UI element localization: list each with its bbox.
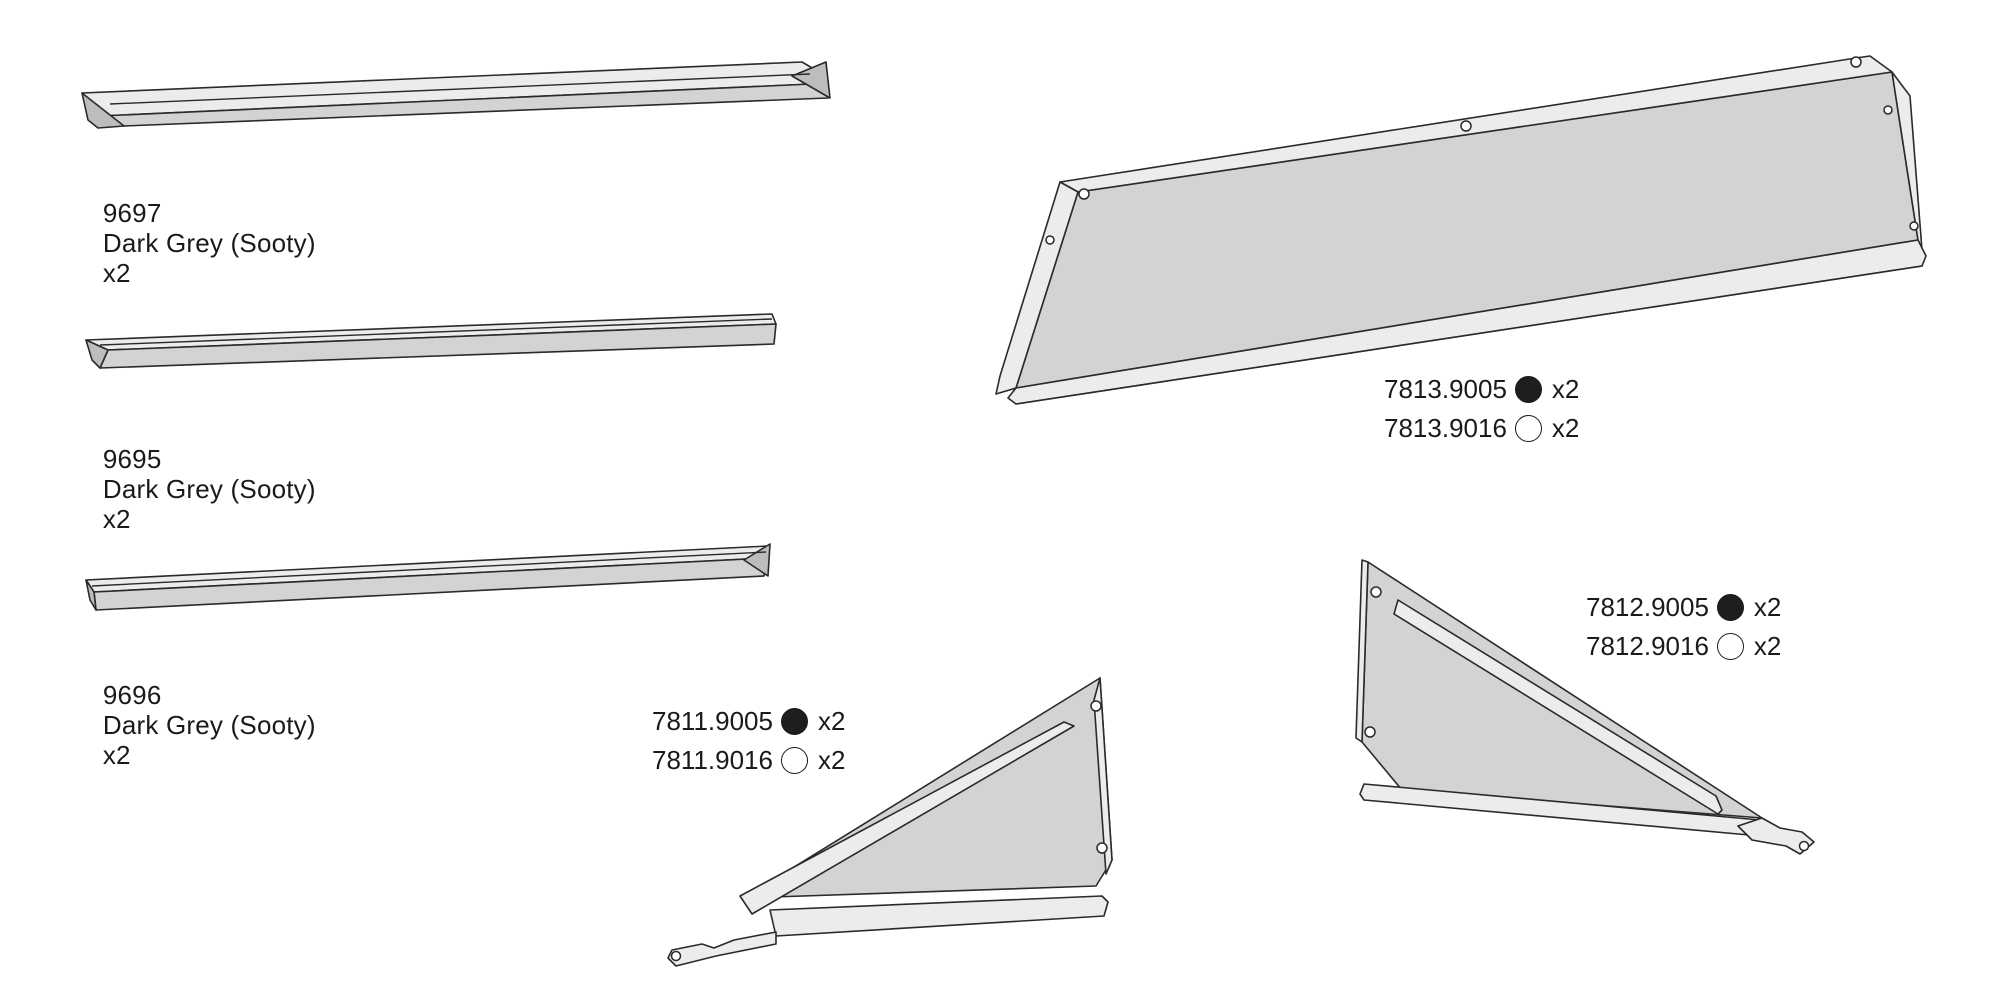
quantity: x2 [1753,631,1782,661]
shelf-7813-drawing [995,55,1927,405]
part-code: 9696 [102,680,162,710]
shelf-7813-variant-black: 7813.9005 x2 [1384,374,1579,404]
bar-9695-label: 9695 Dark Grey (Sooty) x2 [88,414,316,534]
part-code: 9697 [102,198,162,228]
part-code: 7811.9005 [652,706,773,736]
color-swatch-white [1716,632,1744,660]
bar-9696-label: 9696 Dark Grey (Sooty) x2 [88,650,316,770]
color-swatch-white [780,746,808,774]
bar-9696-drawing [85,543,771,611]
quantity: x2 [102,740,131,770]
shelf-7813-variant-white: 7813.9016 x2 [1384,413,1579,443]
bracket-7812-variant-black: 7812.9005 x2 [1586,592,1781,622]
bracket-7811-drawing [667,677,1113,967]
quantity: x2 [817,745,846,775]
color-name: Dark Grey (Sooty) [102,474,316,504]
color-swatch-black [1514,375,1542,403]
quantity: x2 [1551,374,1580,404]
part-code: 7813.9016 [1384,413,1507,443]
quantity: x2 [102,504,131,534]
bar-9697-drawing [81,61,831,129]
part-code: 7812.9005 [1586,592,1709,622]
bracket-7812-variant-white: 7812.9016 x2 [1586,631,1781,661]
part-code: 7812.9016 [1586,631,1709,661]
color-name: Dark Grey (Sooty) [102,228,316,258]
color-name: Dark Grey (Sooty) [102,710,316,740]
bracket-7811-variant-black: 7811.9005 x2 [652,706,845,736]
bracket-7811-variant-white: 7811.9016 x2 [652,745,845,775]
bracket-7812-drawing [1355,559,1815,855]
part-code: 7813.9005 [1384,374,1507,404]
quantity: x2 [817,706,846,736]
part-code: 9695 [102,444,162,474]
quantity: x2 [1753,592,1782,622]
bar-9695-drawing [85,313,777,369]
color-swatch-black [780,707,808,735]
quantity: x2 [102,258,131,288]
color-swatch-white [1514,414,1542,442]
color-swatch-black [1716,593,1744,621]
bar-9697-label: 9697 Dark Grey (Sooty) x2 [88,168,316,288]
part-code: 7811.9016 [652,745,773,775]
quantity: x2 [1551,413,1580,443]
